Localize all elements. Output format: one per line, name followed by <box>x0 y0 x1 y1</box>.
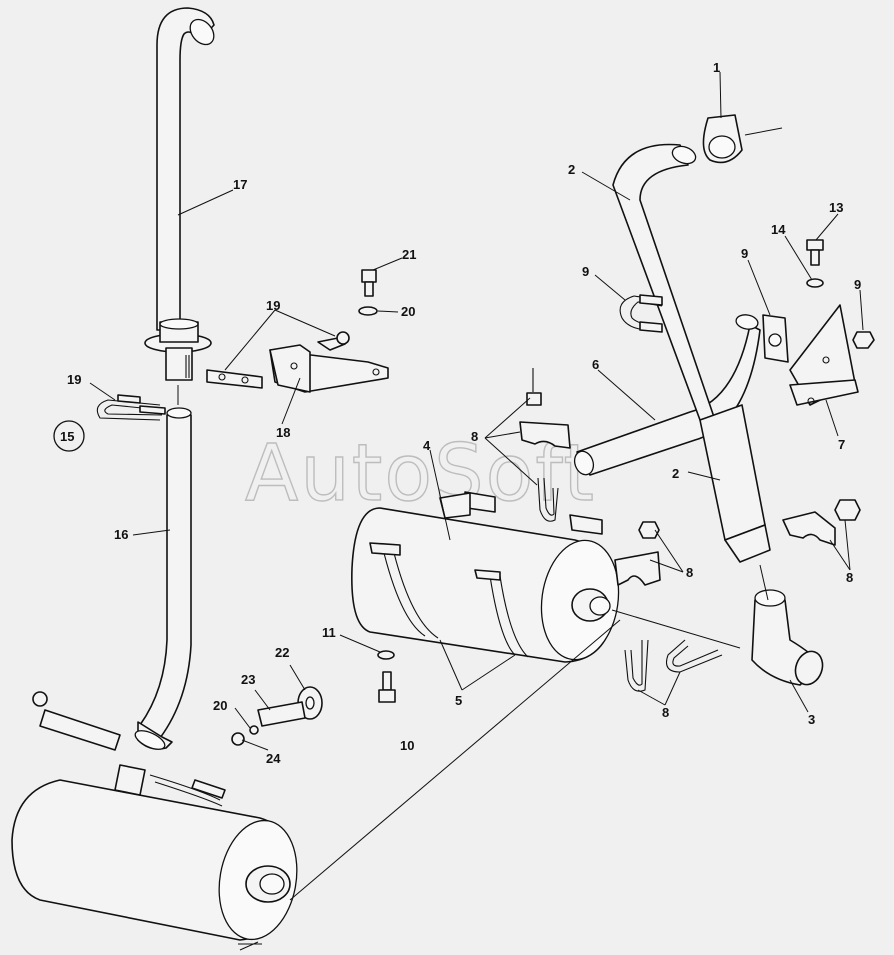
callout-7: 7 <box>838 437 845 452</box>
part-9-u-bolt <box>619 294 663 333</box>
lower-clamp-bracket <box>32 691 226 807</box>
callout-1: 1 <box>713 60 720 75</box>
part-24-nut <box>231 725 259 746</box>
part-21-bolt <box>361 269 377 297</box>
part-20-washer <box>358 306 378 316</box>
part-13-bolt <box>806 239 824 266</box>
part-18-bracket <box>206 331 389 393</box>
callout-21: 21 <box>402 247 416 262</box>
callout-2-lower: 2 <box>672 466 679 481</box>
callout-20-upper: 20 <box>401 304 415 319</box>
part-14-washer <box>806 278 824 288</box>
callout-leaders <box>89 71 864 751</box>
callout-20-lower: 20 <box>213 698 227 713</box>
part-8-u-bolts-lower <box>624 639 723 692</box>
part-17-stack-pipe <box>144 7 215 381</box>
connection-line-upper <box>611 609 741 649</box>
part-9-clamp-half <box>762 314 789 363</box>
callout-14: 14 <box>771 222 786 237</box>
callout-18: 18 <box>276 425 290 440</box>
callout-19-left: 19 <box>67 372 81 387</box>
reference-15-label: 15 <box>60 429 74 444</box>
part-8-clamp-mid <box>614 521 661 586</box>
callout-5: 5 <box>455 693 462 708</box>
part-7-bracket <box>789 304 859 406</box>
bottom-arrow-mark <box>238 941 262 951</box>
callout-8-right: 8 <box>846 570 853 585</box>
callout-9-mid: 9 <box>741 246 748 261</box>
callout-13: 13 <box>829 200 843 215</box>
main-muffler <box>351 491 620 663</box>
callout-17: 17 <box>233 177 247 192</box>
part-1-collar-clamp <box>702 114 783 164</box>
callout-4: 4 <box>423 438 431 453</box>
callout-6: 6 <box>592 357 599 372</box>
callout-24: 24 <box>266 751 281 766</box>
part-16-lower-pipe <box>134 407 192 750</box>
lower-muffler <box>11 764 298 941</box>
part-11-washer <box>377 650 395 660</box>
callout-9-right: 9 <box>854 277 861 292</box>
callout-9-left: 9 <box>582 264 589 279</box>
callout-23: 23 <box>241 672 255 687</box>
callout-3: 3 <box>808 712 815 727</box>
part-19-u-bolt <box>96 394 166 421</box>
connection-line-pipe <box>759 564 769 601</box>
part-10-bolt <box>378 671 396 703</box>
connection-line-lower <box>289 619 621 901</box>
part-9-nut <box>852 331 875 349</box>
callout-8-lower: 8 <box>662 705 669 720</box>
part-8-clamp-upper <box>519 368 571 449</box>
callout-labels: 1 2 2 3 4 5 6 7 8 8 8 8 9 9 9 10 11 13 1… <box>67 60 861 766</box>
part-8-clamp-right <box>782 499 861 546</box>
callout-8-mid: 8 <box>686 565 693 580</box>
part-8-u-bolt-upper <box>537 477 559 522</box>
callout-11: 11 <box>322 625 336 640</box>
callout-10: 10 <box>400 738 414 753</box>
callout-8-upper: 8 <box>471 429 478 444</box>
callout-2-upper: 2 <box>568 162 575 177</box>
callout-16: 16 <box>114 527 128 542</box>
callout-22: 22 <box>275 645 289 660</box>
watermark-text: AutoSoft <box>245 429 596 519</box>
part-3-elbow <box>751 589 824 686</box>
callout-19-upper: 19 <box>266 298 280 313</box>
reference-15-circle: 15 <box>53 420 85 452</box>
part-2-exhaust-pipe <box>612 143 771 563</box>
part-23-clip <box>257 701 306 727</box>
